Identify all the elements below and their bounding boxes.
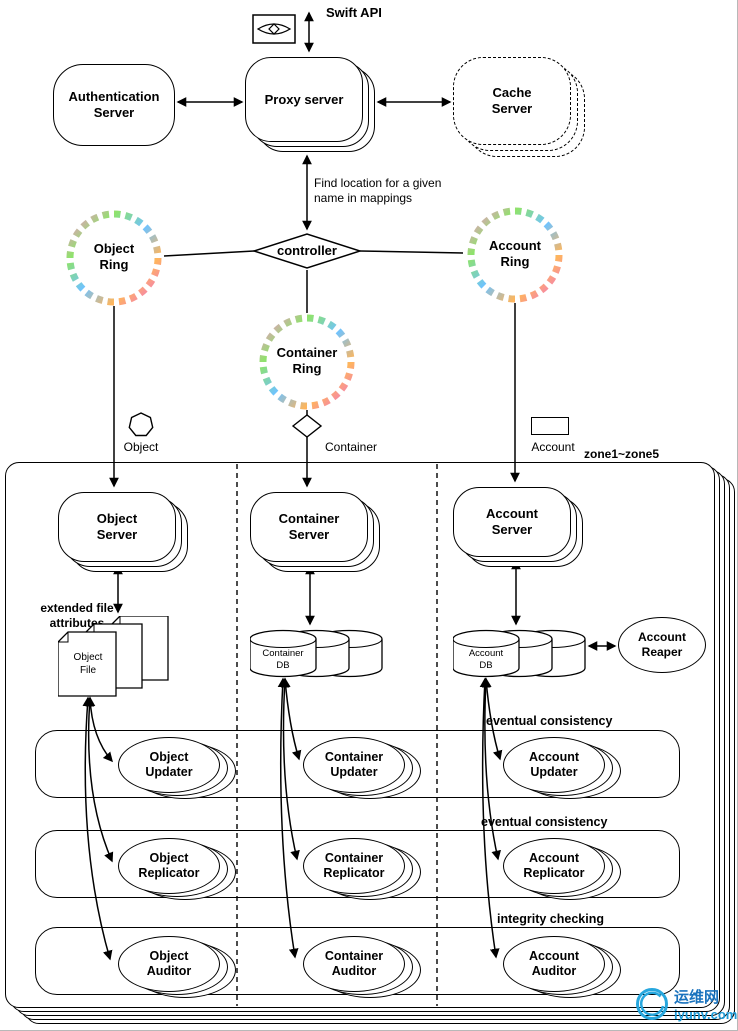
object-server-label: Object Server [96, 511, 138, 542]
container-db-cylinders-icon [249, 629, 383, 678]
band-label-eventual-consistency-2: eventual consistency [481, 815, 608, 829]
account-db-store: Account DB [452, 628, 589, 686]
watermark-site-url: iyunv.com [674, 1007, 738, 1022]
container-db-store: Container DB [249, 628, 386, 686]
controller-label: controller [277, 243, 337, 258]
proxy-server-label: Proxy server [264, 91, 344, 107]
object-ring: Object Ring [64, 208, 164, 308]
container-ring-label: Container Ring [276, 345, 338, 376]
line-controller-account-ring [359, 250, 464, 254]
object-ring-label: Object Ring [93, 241, 135, 272]
container-replicator-label: Container Replicator [323, 850, 385, 880]
object-auditor-node: Object Auditor [118, 936, 236, 998]
container-auditor-node: Container Auditor [303, 936, 421, 998]
object-auditor-label: Object Auditor [146, 948, 192, 978]
account-updater-node: Account Updater [503, 737, 621, 799]
account-server-node: Account Server [453, 487, 583, 567]
container-auditor-label: Container Auditor [324, 948, 384, 978]
object-replicator-node: Object Replicator [118, 838, 236, 900]
container-updater-label: Container Updater [324, 749, 384, 779]
account-ring-circle [467, 207, 563, 303]
account-replicator-label: Account Replicator [523, 850, 585, 880]
watermark: 运维网 iyunv.com [634, 983, 738, 1029]
account-replicator-node: Account Replicator [503, 838, 621, 900]
account-auditor-node: Account Auditor [503, 936, 621, 998]
proxy-server-shape: Proxy server [245, 57, 363, 142]
extended-attributes-note: extended file attributes [40, 601, 114, 630]
object-server-node: Object Server [58, 492, 188, 572]
container-auditor-shape: Container Auditor [303, 936, 405, 992]
container-server-node: Container Server [250, 492, 380, 572]
object-key-label: Object [123, 440, 159, 454]
account-updater-shape: Account Updater [503, 737, 605, 793]
account-auditor-shape: Account Auditor [503, 936, 605, 992]
watermark-site-name: 运维网 [674, 989, 720, 1006]
container-key-label: Container [324, 440, 378, 454]
account-ring: Account Ring [465, 205, 565, 305]
object-updater-shape: Object Updater [118, 737, 220, 793]
account-key-label: Account [531, 440, 575, 454]
account-key-rectangle-icon [531, 417, 569, 435]
object-updater-node: Object Updater [118, 737, 236, 799]
controller-node: controller [251, 232, 363, 270]
authentication-server-label: Authentication Server [68, 89, 160, 120]
account-server-shape: Account Server [453, 487, 571, 557]
account-reaper-node: Account Reaper [618, 617, 706, 673]
account-reaper-label: Account Reaper [638, 630, 686, 659]
container-db-label: Container DB [262, 648, 304, 671]
swift-api-icon [252, 14, 296, 44]
container-key-diamond-icon [291, 414, 323, 438]
container-replicator-shape: Container Replicator [303, 838, 405, 894]
swift-api-label: Swift API [326, 5, 382, 20]
object-key-heptagon-icon [128, 412, 154, 437]
cache-server-node: Cache Server [453, 57, 585, 157]
object-file-label: Object File [73, 652, 103, 676]
account-db-cylinders-icon [452, 629, 586, 678]
band-label-integrity-checking: integrity checking [497, 912, 604, 926]
iyunv-logo-icon [636, 988, 668, 1020]
zone-range-label: zone1~zone5 [584, 447, 660, 461]
container-updater-node: Container Updater [303, 737, 421, 799]
container-ring: Container Ring [257, 312, 357, 412]
object-file-store: Object File [57, 615, 186, 702]
object-updater-label: Object Updater [145, 749, 193, 779]
container-server-label: Container Server [278, 511, 340, 542]
container-updater-shape: Container Updater [303, 737, 405, 793]
object-replicator-label: Object Replicator [138, 850, 200, 880]
band-label-eventual-consistency-1: eventual consistency [486, 714, 613, 728]
object-replicator-shape: Object Replicator [118, 838, 220, 894]
account-auditor-label: Account Auditor [529, 948, 579, 978]
account-ring-label: Account Ring [489, 238, 541, 269]
cache-server-label: Cache Server [491, 85, 533, 116]
mapping-note: Find location for a given name in mappin… [314, 176, 442, 205]
container-server-shape: Container Server [250, 492, 368, 562]
cache-server-shape: Cache Server [453, 57, 571, 145]
proxy-server-node: Proxy server [245, 57, 375, 152]
account-server-label: Account Server [486, 506, 538, 537]
account-db-label: Account DB [468, 648, 504, 671]
object-ring-circle [66, 210, 162, 306]
account-updater-label: Account Updater [529, 749, 579, 779]
account-replicator-shape: Account Replicator [503, 838, 605, 894]
object-auditor-shape: Object Auditor [118, 936, 220, 992]
container-ring-circle [259, 314, 355, 410]
line-controller-object-ring [163, 250, 255, 257]
authentication-server-node: Authentication Server [53, 64, 175, 146]
container-replicator-node: Container Replicator [303, 838, 421, 900]
object-server-shape: Object Server [58, 492, 176, 562]
